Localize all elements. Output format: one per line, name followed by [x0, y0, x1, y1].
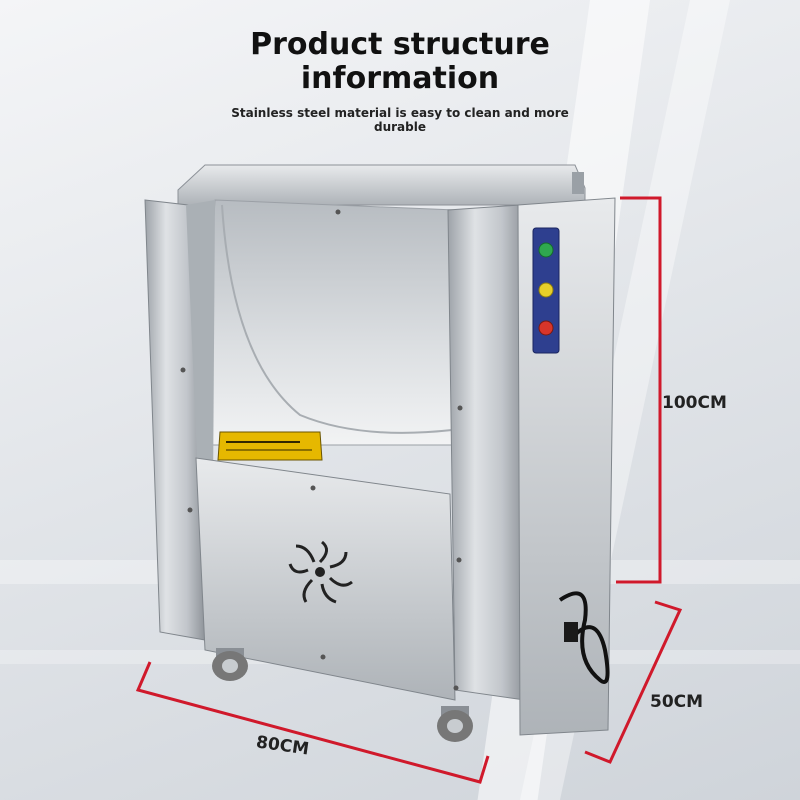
machine-lid	[177, 164, 586, 206]
right-side-panel	[447, 204, 526, 701]
red-button	[538, 320, 554, 336]
yellow-button	[538, 282, 554, 298]
warning-label	[217, 431, 323, 461]
front-lower-panel	[195, 457, 456, 701]
lid-hinge	[572, 172, 584, 194]
height-dimension-label: 100CM	[662, 393, 727, 413]
page-title: Product structure information	[0, 28, 800, 96]
green-button	[538, 242, 554, 258]
height-dimension-line	[616, 196, 662, 584]
depth-dimension-label: 50CM	[650, 692, 704, 712]
fan-vent-icon	[288, 540, 353, 604]
title-line-1: Product structure	[250, 27, 550, 62]
width-dimension-line	[135, 661, 490, 784]
screws	[180, 209, 463, 691]
power-cable	[558, 591, 610, 684]
caster-wheel	[212, 648, 248, 681]
depth-dimension-line	[584, 600, 683, 764]
mixing-bowl	[199, 199, 456, 446]
caster-wheel	[437, 706, 473, 742]
title-line-2: information	[300, 61, 500, 96]
page-subtitle: Stainless steel material is easy to clea…	[231, 106, 569, 134]
